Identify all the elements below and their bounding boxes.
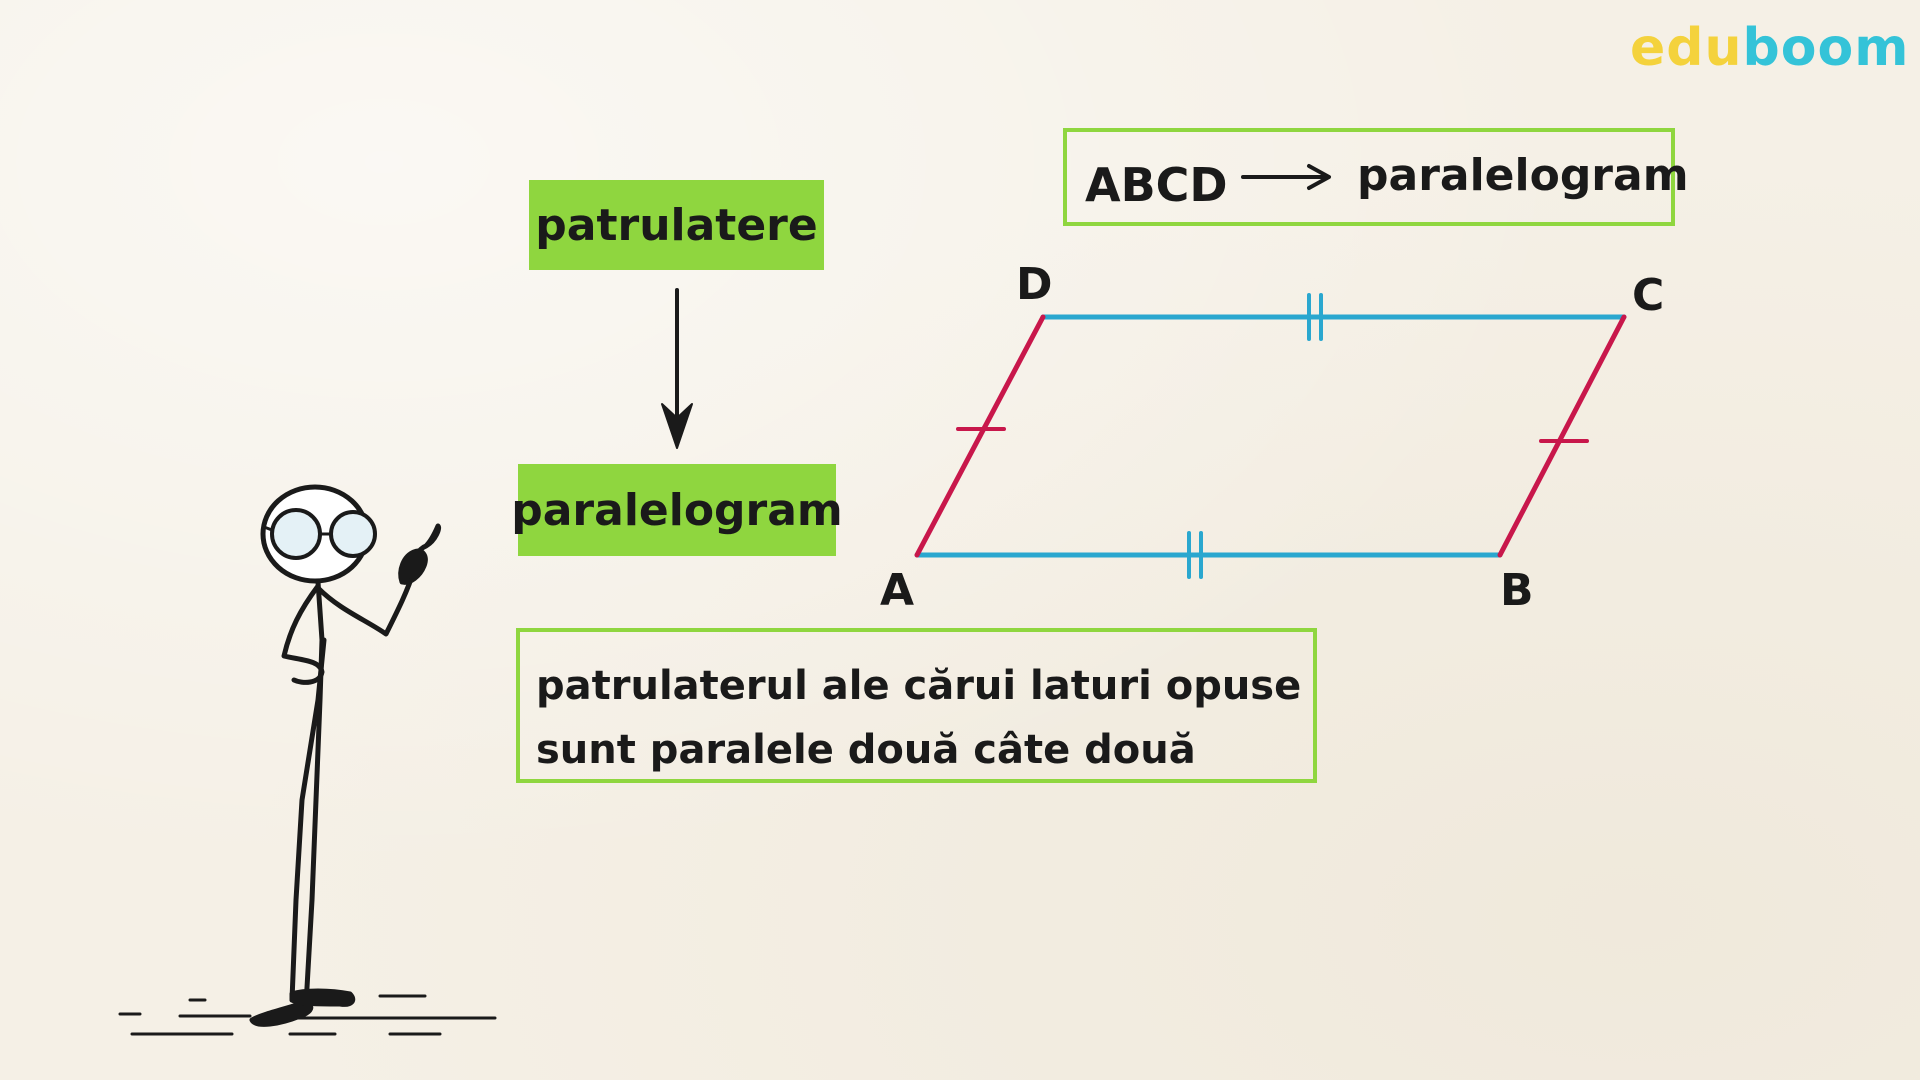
tick-marks-dc (1307, 293, 1323, 341)
vertex-label-c: C (1632, 270, 1664, 321)
notation-name: ABCD (1085, 158, 1228, 212)
label-patrulatere: patrulatere (529, 180, 824, 270)
side-bc (1497, 314, 1627, 558)
right-arrow-icon (1241, 164, 1331, 190)
tick-marks-ab (1187, 531, 1203, 579)
definition-box: patrulaterul ale cărui laturi opuse sunt… (516, 628, 1317, 783)
notation-target: paralelogram (1357, 150, 1689, 201)
label-paralelogram: paralelogram (511, 464, 843, 556)
notation-box: ABCD paralelogram (1063, 128, 1689, 226)
logo-edu-text: edu (1630, 18, 1743, 78)
definition-line-2: sunt paralele două câte două (536, 727, 1196, 773)
definition-line-1: patrulaterul ale cărui laturi opuse (536, 663, 1302, 709)
vertex-label-b: B (1500, 565, 1534, 616)
vertex-label-d: D (1016, 259, 1053, 310)
side-ad (914, 314, 1046, 558)
eduboom-logo: eduboom (1630, 22, 1909, 74)
vertex-label-a: A (880, 565, 914, 616)
logo-boom-text: boom (1742, 18, 1910, 78)
